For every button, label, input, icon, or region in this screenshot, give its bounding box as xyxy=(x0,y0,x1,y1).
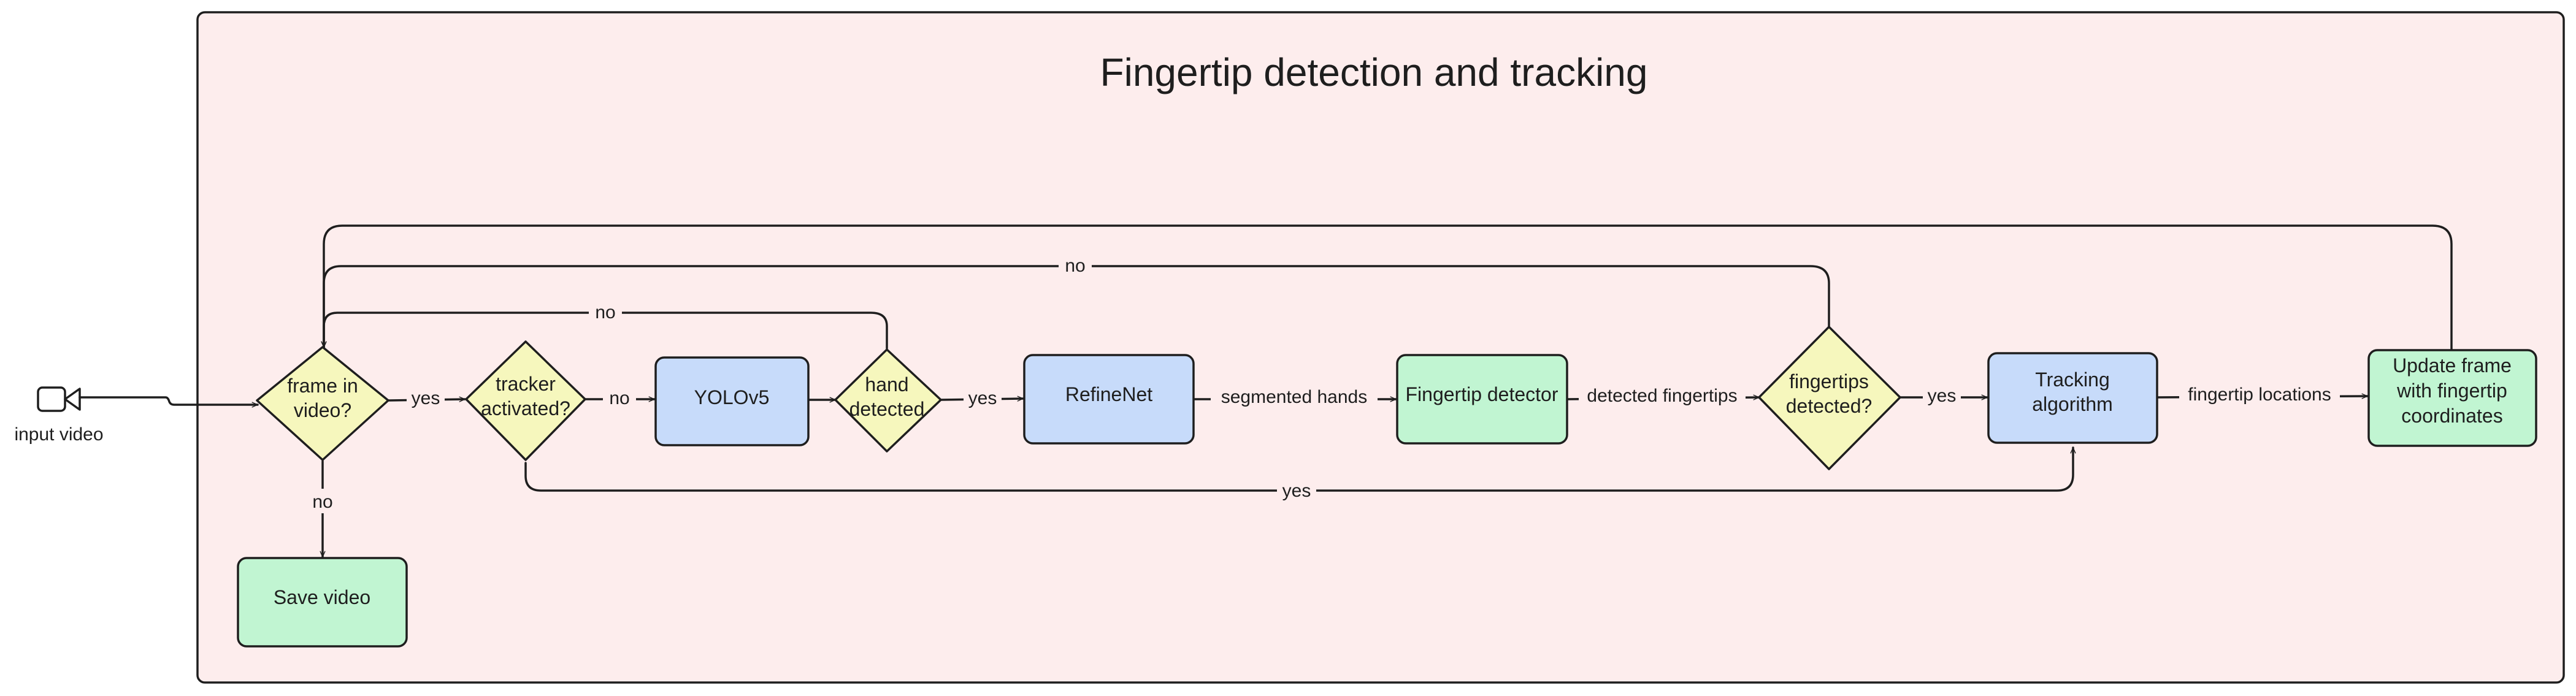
diagram-title: Fingertip detection and tracking xyxy=(1100,50,1648,94)
node-line: detected? xyxy=(1786,395,1873,417)
process-fingertip-detector: Fingertip detector xyxy=(1396,354,1568,445)
node-line: Tracking xyxy=(2035,369,2110,391)
edge-label-segmented-hands: segmented hands xyxy=(1221,387,1368,407)
node-line: Save video xyxy=(274,586,370,608)
decision-hand-detected: hand detected xyxy=(834,348,942,453)
edge-label-tracker-no: no xyxy=(609,388,629,408)
process-refinenet: RefineNet xyxy=(1023,354,1195,445)
process-update-frame: Update frame with fingertip coordinates xyxy=(2367,349,2537,447)
node-line: tracker xyxy=(496,373,556,395)
node-line: fingertips xyxy=(1789,370,1869,392)
process-yolov5: YOLOv5 xyxy=(654,356,810,446)
input-video-label: input video xyxy=(14,424,103,445)
edge-label-hand-yes: yes xyxy=(968,388,997,408)
node-line: frame in xyxy=(287,375,358,397)
edge-label-frame-no: no xyxy=(312,492,332,512)
node-line: Fingertip detector xyxy=(1405,383,1558,405)
edge-label-fingertips-no: no xyxy=(1065,256,1085,276)
process-save-video: Save video xyxy=(237,557,408,648)
edge-label-hand-no: no xyxy=(595,302,615,323)
diagram-container xyxy=(196,11,2565,684)
node-line: detected xyxy=(849,398,925,420)
node-line: algorithm xyxy=(2032,393,2113,415)
node-line: coordinates xyxy=(2401,405,2502,427)
edge-labels-layer: yes no no yes segmented hands detected f… xyxy=(305,253,2340,513)
decision-tracker-activated: tracker activated? xyxy=(465,340,586,461)
edge-label-tracker-yes: yes xyxy=(1282,481,1311,501)
edge-input-to-frame xyxy=(79,396,259,408)
node-line: Update frame xyxy=(2393,354,2512,377)
decision-fingertips-detected: fingertips detected? xyxy=(1758,326,1901,470)
edge-update-loop xyxy=(321,224,2453,351)
node-line: RefineNet xyxy=(1065,383,1152,405)
node-line: YOLOv5 xyxy=(694,386,770,408)
video-camera-icon xyxy=(37,386,81,412)
edge-label-detected-fingertips: detected fingertips xyxy=(1587,386,1737,406)
node-line: hand xyxy=(865,373,908,396)
node-line: with fingertip xyxy=(2396,380,2507,402)
node-line: video? xyxy=(294,399,351,421)
decision-frame-in-video: frame in video? xyxy=(256,346,389,461)
edge-label-fingertip-locations: fingertip locations xyxy=(2188,384,2331,405)
node-line: activated? xyxy=(481,397,570,419)
process-tracking-algorithm: Tracking algorithm xyxy=(1987,352,2158,444)
edge-label-frame-yes: yes xyxy=(412,388,440,408)
edge-label-fingertips-yes: yes xyxy=(1928,386,1957,406)
